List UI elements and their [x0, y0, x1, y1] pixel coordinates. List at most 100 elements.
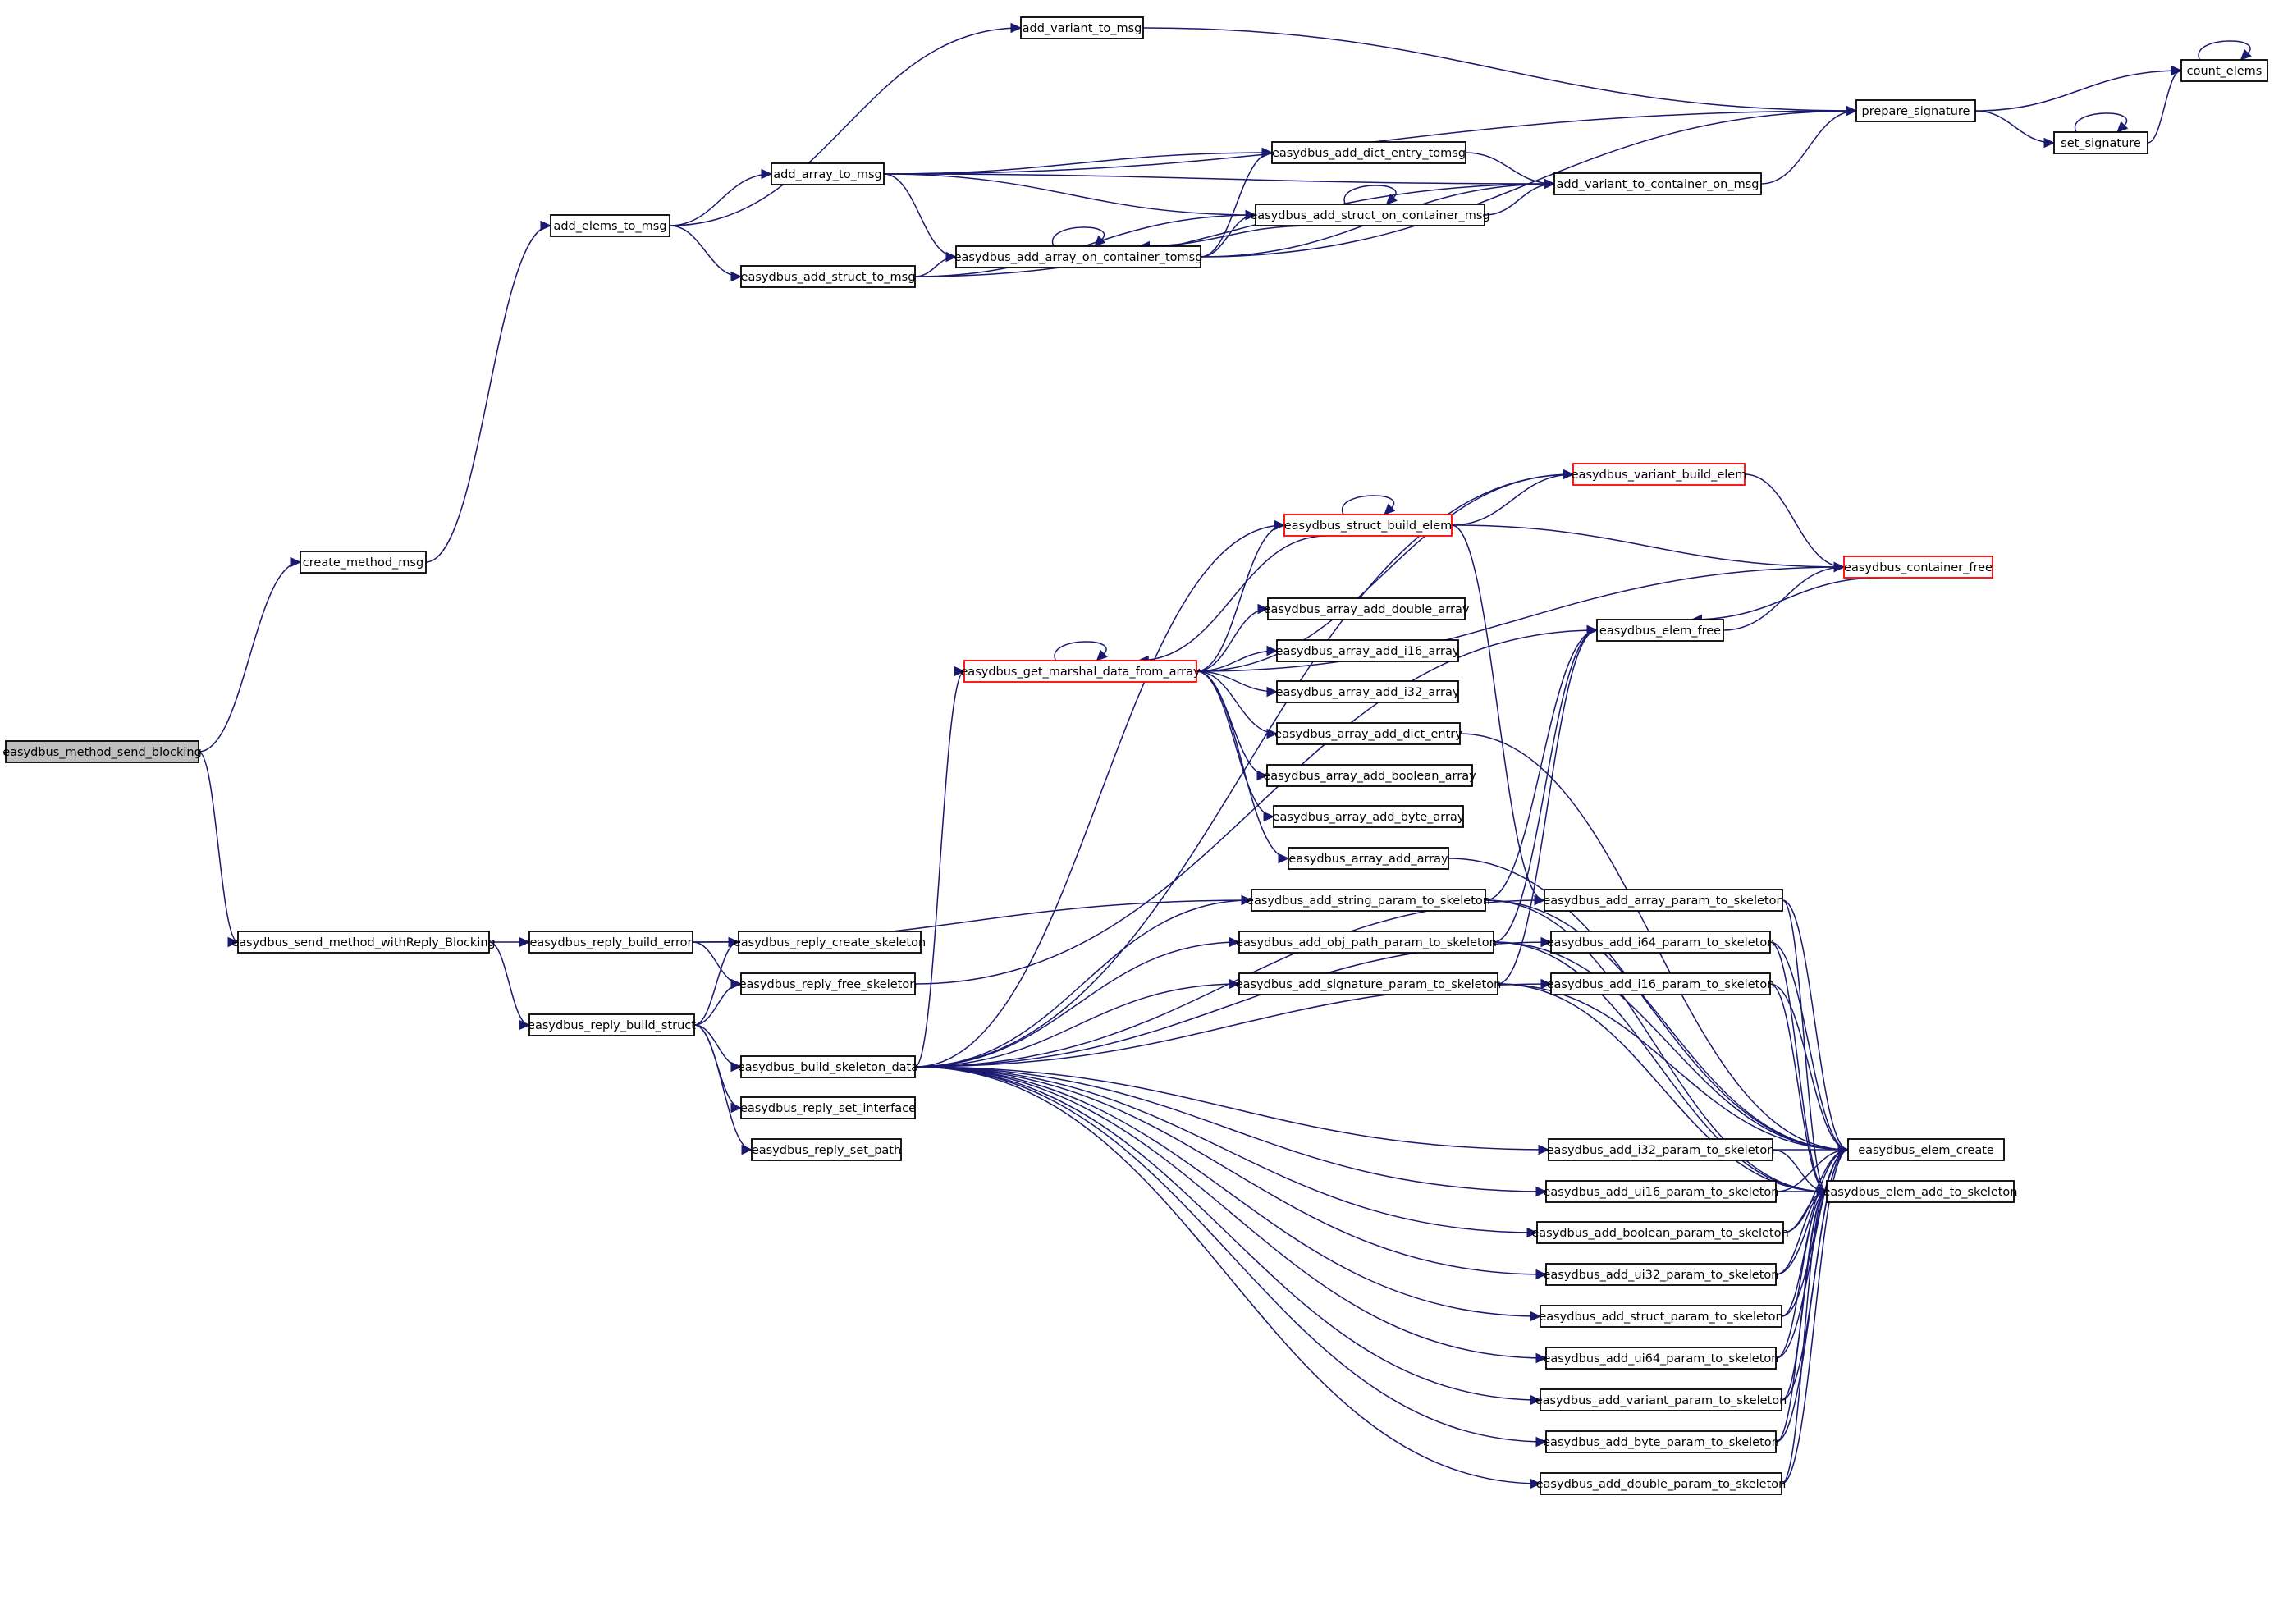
node-box-array_add_array[interactable] [1288, 847, 1449, 870]
node-box-add_variant_param[interactable] [1540, 1388, 1782, 1411]
node-elem_free[interactable]: easydbus_elem_free [1596, 619, 1724, 642]
node-send_withReply[interactable]: easydbus_send_method_withReply_Blocking [231, 931, 496, 954]
node-add_double_param[interactable]: easydbus_add_double_param_to_skeleton [1536, 1472, 1787, 1495]
node-reply_create_skeleton[interactable]: easydbus_reply_create_skeleton [734, 931, 926, 954]
node-box-array_add_dict_entry[interactable] [1276, 722, 1461, 745]
node-root[interactable]: easydbus_method_send_blocking [2, 740, 202, 763]
node-box-elem_free[interactable] [1596, 619, 1724, 642]
node-add_signature_param[interactable]: easydbus_add_signature_param_to_skeleton [1236, 972, 1502, 995]
node-box-add_elems_to_msg[interactable] [550, 214, 670, 237]
node-box-add_signature_param[interactable] [1238, 972, 1498, 995]
node-struct_build_elem[interactable]: easydbus_struct_build_elem [1283, 514, 1453, 537]
node-create_method_msg[interactable]: create_method_msg [300, 551, 427, 574]
node-box-add_struct_on_container[interactable] [1255, 204, 1485, 226]
node-variant_build_elem[interactable]: easydbus_variant_build_elem [1572, 463, 1747, 486]
node-box-send_withReply[interactable] [237, 931, 490, 954]
node-box-container_free[interactable] [1843, 556, 1993, 579]
node-add_boolean_param[interactable]: easydbus_add_boolean_param_to_skeleton [1531, 1221, 1789, 1244]
node-build_skeleton_data[interactable]: easydbus_build_skeleton_data [738, 1055, 918, 1078]
node-add_ui64_param[interactable]: easydbus_add_ui64_param_to_skeleton [1544, 1347, 1779, 1370]
node-reply_build_struct[interactable]: easydbus_reply_build_struct [528, 1013, 696, 1036]
node-array_add_dict_entry[interactable]: easydbus_array_add_dict_entry [1274, 722, 1462, 745]
node-box-elem_create[interactable] [1847, 1138, 2005, 1161]
node-count_elems[interactable]: count_elems [2180, 59, 2268, 82]
node-prepare_signature[interactable]: prepare_signature [1855, 99, 1976, 122]
node-add_variant_to_container[interactable]: add_variant_to_container_on_msg [1553, 172, 1762, 195]
node-get_marshal[interactable]: easydbus_get_marshal_data_from_array [960, 660, 1201, 683]
node-add_elems_to_msg[interactable]: add_elems_to_msg [550, 214, 670, 237]
node-add_i64_param[interactable]: easydbus_add_i64_param_to_skeleton [1547, 931, 1775, 954]
node-add_i32_param[interactable]: easydbus_add_i32_param_to_skeleton [1547, 1138, 1775, 1161]
node-array_add_i32[interactable]: easydbus_array_add_i32_array [1276, 680, 1460, 703]
node-add_array_to_msg[interactable]: add_array_to_msg [771, 162, 885, 185]
node-add_variant_to_msg[interactable]: add_variant_to_msg [1020, 16, 1144, 39]
node-box-array_add_byte[interactable] [1273, 805, 1464, 828]
node-box-reply_build_error[interactable] [528, 931, 693, 954]
node-box-set_signature[interactable] [2053, 131, 2148, 154]
node-add_struct_to_msg[interactable]: easydbus_add_struct_to_msg [740, 265, 916, 288]
node-box-add_obj_path_param[interactable] [1238, 931, 1494, 954]
node-array_add_boolean[interactable]: easydbus_array_add_boolean_array [1263, 764, 1476, 787]
node-box-array_add_i16[interactable] [1276, 639, 1459, 662]
node-box-elem_add_to_skeleton[interactable] [1826, 1180, 2015, 1203]
node-add_byte_param[interactable]: easydbus_add_byte_param_to_skeleton [1543, 1430, 1779, 1453]
node-box-root[interactable] [5, 740, 199, 763]
node-set_signature[interactable]: set_signature [2053, 131, 2148, 154]
node-array_add_double[interactable]: easydbus_array_add_double_array [1264, 597, 1470, 620]
node-box-add_string_param[interactable] [1251, 889, 1486, 912]
node-add_struct_param[interactable]: easydbus_add_struct_param_to_skeleton [1539, 1305, 1783, 1328]
node-reply_build_error[interactable]: easydbus_reply_build_error [528, 931, 693, 954]
node-add_array_param[interactable]: easydbus_add_array_param_to_skeleton [1543, 889, 1784, 912]
node-box-add_variant_to_msg[interactable] [1020, 16, 1144, 39]
node-box-add_array_to_msg[interactable] [771, 162, 885, 185]
node-add_dict_entry_tomsg[interactable]: easydbus_add_dict_entry_tomsg [1271, 141, 1466, 164]
node-box-add_double_param[interactable] [1540, 1472, 1782, 1495]
node-box-add_ui32_param[interactable] [1545, 1263, 1777, 1286]
node-array_add_array[interactable]: easydbus_array_add_array [1288, 847, 1449, 870]
node-box-add_dict_entry_tomsg[interactable] [1271, 141, 1466, 164]
node-box-add_array_param[interactable] [1544, 889, 1783, 912]
node-box-prepare_signature[interactable] [1855, 99, 1976, 122]
node-add_array_on_container[interactable]: easydbus_add_array_on_container_tomsg [954, 245, 1203, 268]
node-box-array_add_double[interactable] [1267, 597, 1466, 620]
node-box-add_i32_param[interactable] [1548, 1138, 1773, 1161]
node-box-count_elems[interactable] [2180, 59, 2268, 82]
node-array_add_i16[interactable]: easydbus_array_add_i16_array [1276, 639, 1460, 662]
node-add_obj_path_param[interactable]: easydbus_add_obj_path_param_to_skeleton [1236, 931, 1497, 954]
node-box-add_i16_param[interactable] [1550, 972, 1771, 995]
node-box-add_byte_param[interactable] [1545, 1430, 1777, 1453]
node-box-add_array_on_container[interactable] [955, 245, 1201, 268]
node-box-array_add_i32[interactable] [1276, 680, 1459, 703]
node-box-reply_set_path[interactable] [751, 1138, 902, 1161]
node-box-add_struct_param[interactable] [1540, 1305, 1782, 1328]
node-elem_add_to_skeleton[interactable]: easydbus_elem_add_to_skeleton [1823, 1180, 2018, 1203]
node-box-add_boolean_param[interactable] [1536, 1221, 1784, 1244]
node-box-reply_free_skeleton[interactable] [740, 972, 916, 995]
node-box-add_struct_to_msg[interactable] [740, 265, 916, 288]
node-reply_set_path[interactable]: easydbus_reply_set_path [751, 1138, 902, 1161]
node-elem_create[interactable]: easydbus_elem_create [1847, 1138, 2005, 1161]
node-box-reply_set_interface[interactable] [740, 1096, 916, 1119]
node-add_string_param[interactable]: easydbus_add_string_param_to_skeleton [1247, 889, 1490, 912]
node-box-variant_build_elem[interactable] [1572, 463, 1746, 486]
node-add_ui16_param[interactable]: easydbus_add_ui16_param_to_skeleton [1544, 1180, 1779, 1203]
node-box-reply_build_struct[interactable] [528, 1013, 695, 1036]
node-reply_set_interface[interactable]: easydbus_reply_set_interface [740, 1096, 916, 1119]
node-box-add_ui64_param[interactable] [1545, 1347, 1777, 1370]
node-box-struct_build_elem[interactable] [1283, 514, 1453, 537]
node-box-build_skeleton_data[interactable] [740, 1055, 916, 1078]
node-add_variant_param[interactable]: easydbus_add_variant_param_to_skeleton [1535, 1388, 1787, 1411]
node-box-add_i64_param[interactable] [1550, 931, 1771, 954]
node-box-get_marshal[interactable] [963, 660, 1197, 683]
node-add_i16_param[interactable]: easydbus_add_i16_param_to_skeleton [1547, 972, 1775, 995]
node-reply_free_skeleton[interactable]: easydbus_reply_free_skeleton [739, 972, 917, 995]
node-box-add_ui16_param[interactable] [1545, 1180, 1777, 1203]
node-array_add_byte[interactable]: easydbus_array_add_byte_array [1273, 805, 1465, 828]
node-add_ui32_param[interactable]: easydbus_add_ui32_param_to_skeleton [1544, 1263, 1779, 1286]
node-box-create_method_msg[interactable] [300, 551, 427, 574]
node-box-add_variant_to_container[interactable] [1553, 172, 1762, 195]
node-box-reply_create_skeleton[interactable] [738, 931, 922, 954]
node-container_free[interactable]: easydbus_container_free [1843, 556, 1993, 579]
node-add_struct_on_container[interactable]: easydbus_add_struct_on_container_msg [1250, 204, 1490, 226]
node-box-array_add_boolean[interactable] [1266, 764, 1473, 787]
